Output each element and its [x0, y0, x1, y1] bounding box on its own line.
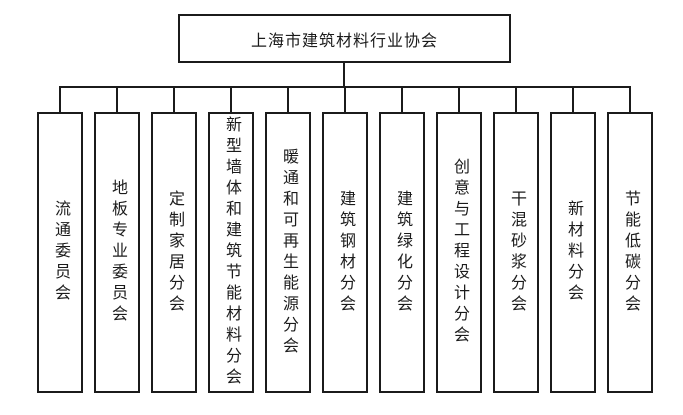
branch-label: 地板专业委员会: [109, 179, 126, 326]
branch-label: 新型墙体和建筑节能材料分会: [223, 116, 240, 389]
branch-label: 创意与工程设计分会: [451, 158, 468, 347]
branch-box: 建筑绿化分会: [379, 112, 425, 393]
branch-node: 定制家居分会: [151, 86, 197, 393]
branch-label: 建筑绿化分会: [394, 189, 411, 316]
branch-label: 干混砂浆分会: [508, 189, 525, 316]
connector-drop: [230, 86, 232, 113]
branch-label: 新材料分会: [565, 200, 582, 305]
branch-node: 新材料分会: [550, 86, 596, 393]
branch-label: 暖通和可再生能源分会: [280, 147, 297, 358]
branch-box: 建筑钢材分会: [322, 112, 368, 393]
branch-box: 干混砂浆分会: [493, 112, 539, 393]
branch-node: 节能低碳分会: [607, 86, 653, 393]
connector-drop: [401, 86, 403, 113]
branch-node: 创意与工程设计分会: [436, 86, 482, 393]
connector-stem: [343, 63, 345, 87]
branch-box: 新材料分会: [550, 112, 596, 393]
connector-drop: [116, 86, 118, 113]
branch-box: 流通委员会: [37, 112, 83, 393]
branch-box: 定制家居分会: [151, 112, 197, 393]
branch-label: 建筑钢材分会: [337, 189, 354, 316]
branch-box: 创意与工程设计分会: [436, 112, 482, 393]
connector-drop: [629, 86, 631, 113]
connector-drop: [287, 86, 289, 113]
branch-label: 节能低碳分会: [622, 189, 639, 316]
branch-node: 建筑钢材分会: [322, 86, 368, 393]
branch-node: 建筑绿化分会: [379, 86, 425, 393]
connector-drop: [173, 86, 175, 113]
branch-box: 新型墙体和建筑节能材料分会: [208, 112, 254, 393]
connector-drop: [458, 86, 460, 113]
root-label: 上海市建筑材料行业协会: [250, 32, 438, 50]
branch-label: 流通委员会: [52, 200, 69, 305]
connector-drop: [344, 86, 346, 113]
branch-node: 新型墙体和建筑节能材料分会: [208, 86, 254, 393]
branch-box: 节能低碳分会: [607, 112, 653, 393]
branch-box: 地板专业委员会: [94, 112, 140, 393]
connector-drop: [572, 86, 574, 113]
branch-node: 流通委员会: [37, 86, 83, 393]
connector-drop: [59, 86, 61, 113]
branch-node: 干混砂浆分会: [493, 86, 539, 393]
branch-node: 暖通和可再生能源分会: [265, 86, 311, 393]
branch-node: 地板专业委员会: [94, 86, 140, 393]
connector-drop: [515, 86, 517, 113]
branch-box: 暖通和可再生能源分会: [265, 112, 311, 393]
branch-label: 定制家居分会: [166, 189, 183, 316]
root-node: 上海市建筑材料行业协会: [178, 14, 511, 63]
